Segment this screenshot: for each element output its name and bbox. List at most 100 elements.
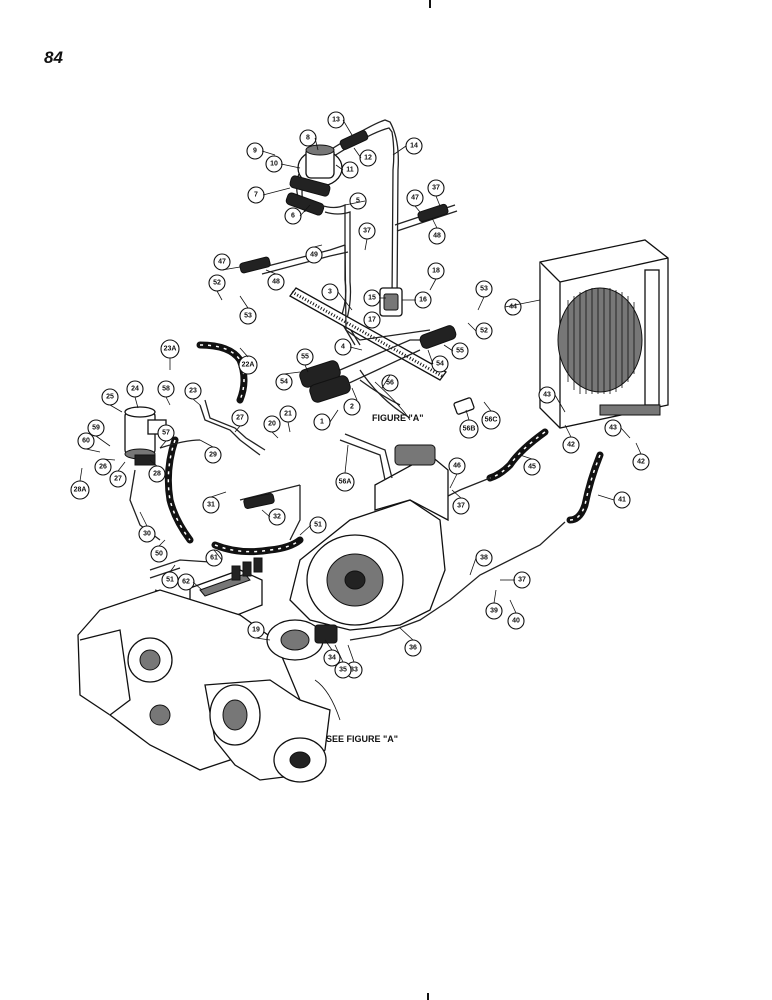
callout-label: 26 <box>99 464 107 471</box>
callout-label: 45 <box>528 464 536 471</box>
callout-17: 17 <box>363 311 381 329</box>
callout-31: 31 <box>202 496 220 514</box>
callout-label: 46 <box>453 463 461 470</box>
right-tube-run <box>379 203 458 317</box>
callout-23: 23 <box>184 382 202 400</box>
callout-23a: 23A <box>160 339 180 359</box>
callout-label: 23 <box>189 388 197 395</box>
callout-label: 56C <box>485 417 498 424</box>
callout-label: 14 <box>410 143 418 150</box>
callout-46: 46 <box>448 457 466 475</box>
callout-48-a: 48 <box>428 227 446 245</box>
callout-16: 16 <box>414 291 432 309</box>
callout-29: 29 <box>204 446 222 464</box>
threaded-rod <box>289 287 447 381</box>
callout-30: 30 <box>138 525 156 543</box>
callout-label: 10 <box>270 161 278 168</box>
callout-56c: 56C <box>481 410 501 430</box>
callout-label: 43 <box>609 425 617 432</box>
callout-54-b: 54 <box>275 373 293 391</box>
radiator <box>539 239 669 429</box>
callout-label: 36 <box>409 645 417 652</box>
callout-56: 56 <box>381 374 399 392</box>
filter-assembly <box>124 406 167 466</box>
callout-label: 48 <box>272 279 280 286</box>
callout-label: 16 <box>419 297 427 304</box>
callout-label: 33 <box>350 667 358 674</box>
callout-24: 24 <box>126 380 144 398</box>
callout-label: 21 <box>284 411 292 418</box>
callout-37-d: 37 <box>513 571 531 589</box>
callout-53-b: 53 <box>475 280 493 298</box>
callout-52-a: 52 <box>208 274 226 292</box>
callout-51-b: 51 <box>161 571 179 589</box>
callout-label: 37 <box>518 577 526 584</box>
callout-label: 42 <box>637 459 645 466</box>
callout-56b: 56B <box>459 419 479 439</box>
callout-15: 15 <box>363 289 381 307</box>
callout-label: 19 <box>252 627 260 634</box>
callout-61: 61 <box>205 549 223 567</box>
callout-47-a: 47 <box>406 189 424 207</box>
callout-label: 9 <box>253 148 257 155</box>
transmission-housing <box>77 589 331 783</box>
callout-58: 58 <box>157 380 175 398</box>
callout-26: 26 <box>94 458 112 476</box>
callout-12: 12 <box>359 149 377 167</box>
callout-label: 55 <box>301 354 309 361</box>
callout-label: 28A <box>74 487 87 494</box>
callout-label: 23A <box>164 346 177 353</box>
radiator-hose-41 <box>566 451 604 524</box>
callout-56a: 56A <box>335 472 355 492</box>
callout-label: 29 <box>209 452 217 459</box>
callout-label: 48 <box>433 233 441 240</box>
callout-label: 47 <box>411 195 419 202</box>
callout-label: 61 <box>210 555 218 562</box>
callout-label: 37 <box>432 185 440 192</box>
valve-cylinder-group <box>299 325 457 406</box>
callout-label: 54 <box>280 379 288 386</box>
callout-label: 27 <box>236 415 244 422</box>
callout-label: 40 <box>512 618 520 625</box>
callout-57: 57 <box>157 424 175 442</box>
callout-label: 20 <box>268 421 276 428</box>
figure-a-label: FIGURE "A" <box>372 413 424 423</box>
callout-44: 44 <box>504 298 522 316</box>
callout-label: 47 <box>218 259 226 266</box>
callout-label: 8 <box>306 135 310 142</box>
callout-8: 8 <box>299 129 317 147</box>
callout-label: 1 <box>320 419 324 426</box>
callout-label: 37 <box>457 503 465 510</box>
callout-5: 5 <box>349 192 367 210</box>
callout-label: 11 <box>346 167 354 174</box>
callout-label: 55 <box>456 348 464 355</box>
callout-label: 51 <box>314 522 322 529</box>
callout-45: 45 <box>523 458 541 476</box>
callout-11: 11 <box>341 161 359 179</box>
callout-label: 5 <box>356 198 360 205</box>
callout-50: 50 <box>150 545 168 563</box>
callout-label: 28 <box>153 471 161 478</box>
callout-37-a: 37 <box>427 179 445 197</box>
see-figure-a-label: SEE FIGURE "A" <box>326 734 398 744</box>
callout-35: 35 <box>334 661 352 679</box>
callout-42-b: 42 <box>632 453 650 471</box>
callout-9: 9 <box>246 142 264 160</box>
callout-27-upper: 27 <box>231 409 249 427</box>
callout-42-a: 42 <box>562 436 580 454</box>
callout-36: 36 <box>404 639 422 657</box>
callout-label: 15 <box>368 295 376 302</box>
torque-converter-housing <box>289 444 449 631</box>
callout-51-a: 51 <box>309 516 327 534</box>
callout-label: 56B <box>463 426 476 433</box>
callout-label: 18 <box>432 268 440 275</box>
callout-label: 31 <box>207 502 215 509</box>
callout-55-b: 55 <box>296 348 314 366</box>
callout-label: 44 <box>509 304 517 311</box>
callout-label: 42 <box>567 442 575 449</box>
callout-10: 10 <box>265 155 283 173</box>
callout-label: 56A <box>339 479 352 486</box>
callout-18: 18 <box>427 262 445 280</box>
steering-pump-assembly <box>285 119 399 346</box>
